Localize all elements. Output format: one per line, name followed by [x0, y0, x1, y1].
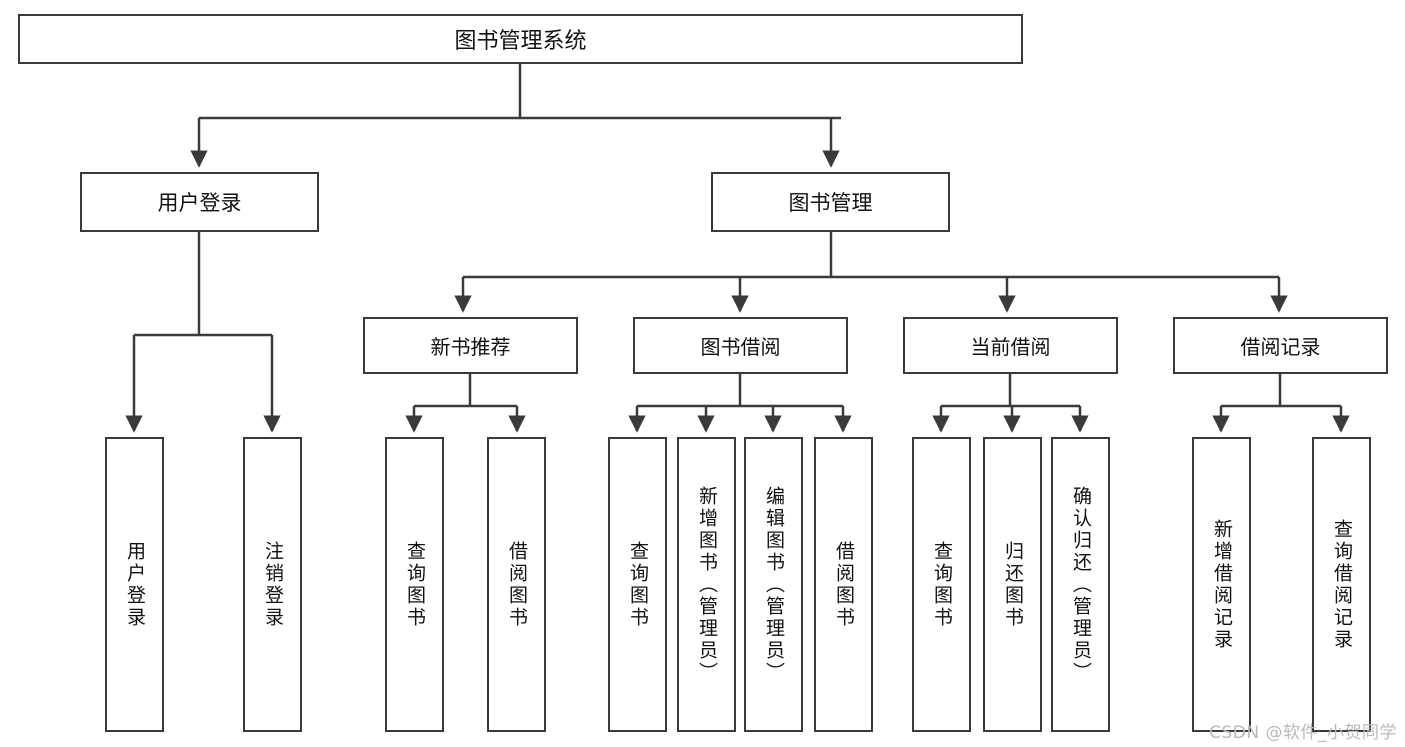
node-leaf-label: 注销登录 — [262, 540, 284, 629]
node-borrow-record[interactable]: 借阅记录 — [1173, 317, 1388, 374]
node-leaf-user-login[interactable]: 用户登录 — [105, 437, 164, 732]
node-book-management[interactable]: 图书管理 — [711, 172, 950, 232]
node-borrow-record-label: 借阅记录 — [1240, 335, 1321, 359]
node-leaf-add-book-admin[interactable]: 新增图书（管理员） — [677, 437, 736, 732]
node-leaf-label: 编辑图书（管理员） — [763, 485, 785, 684]
node-leaf-edit-book-admin[interactable]: 编辑图书（管理员） — [744, 437, 803, 732]
node-book-management-label: 图书管理 — [788, 191, 873, 215]
node-current-borrow-label: 当前借阅 — [970, 335, 1051, 359]
node-leaf-query-book-current[interactable]: 查询图书 — [912, 437, 971, 732]
node-leaf-return-book[interactable]: 归还图书 — [983, 437, 1042, 732]
node-leaf-label: 新增图书（管理员） — [696, 485, 718, 684]
node-leaf-query-book-borrow[interactable]: 查询图书 — [608, 437, 667, 732]
node-leaf-confirm-return-admin[interactable]: 确认归还（管理员） — [1051, 437, 1110, 732]
node-leaf-label: 查询图书 — [404, 540, 426, 629]
node-leaf-label: 查询图书 — [931, 540, 953, 629]
node-leaf-label: 借阅图书 — [506, 540, 528, 629]
node-leaf-borrow-book[interactable]: 借阅图书 — [814, 437, 873, 732]
node-leaf-label: 查询借阅记录 — [1331, 518, 1353, 651]
node-leaf-label: 用户登录 — [124, 540, 146, 629]
node-new-book-recommend[interactable]: 新书推荐 — [363, 317, 578, 374]
node-leaf-label: 确认归还（管理员） — [1070, 485, 1092, 684]
node-user-login[interactable]: 用户登录 — [80, 172, 319, 232]
node-root-system[interactable]: 图书管理系统 — [18, 14, 1023, 64]
node-leaf-label: 查询图书 — [627, 540, 649, 629]
node-leaf-borrow-book-newbook[interactable]: 借阅图书 — [487, 437, 546, 732]
node-leaf-label: 借阅图书 — [833, 540, 855, 629]
node-user-login-label: 用户登录 — [157, 191, 242, 215]
node-book-borrow[interactable]: 图书借阅 — [633, 317, 848, 374]
node-leaf-logout[interactable]: 注销登录 — [243, 437, 302, 732]
node-leaf-add-borrow-record[interactable]: 新增借阅记录 — [1192, 437, 1251, 732]
node-leaf-query-book-newbook[interactable]: 查询图书 — [385, 437, 444, 732]
node-leaf-query-borrow-record[interactable]: 查询借阅记录 — [1312, 437, 1371, 732]
node-leaf-label: 归还图书 — [1002, 540, 1024, 629]
node-book-borrow-label: 图书借阅 — [700, 335, 781, 359]
node-leaf-label: 新增借阅记录 — [1211, 518, 1233, 651]
node-new-book-recommend-label: 新书推荐 — [430, 335, 511, 359]
node-current-borrow[interactable]: 当前借阅 — [903, 317, 1118, 374]
node-root-label: 图书管理系统 — [454, 29, 587, 54]
